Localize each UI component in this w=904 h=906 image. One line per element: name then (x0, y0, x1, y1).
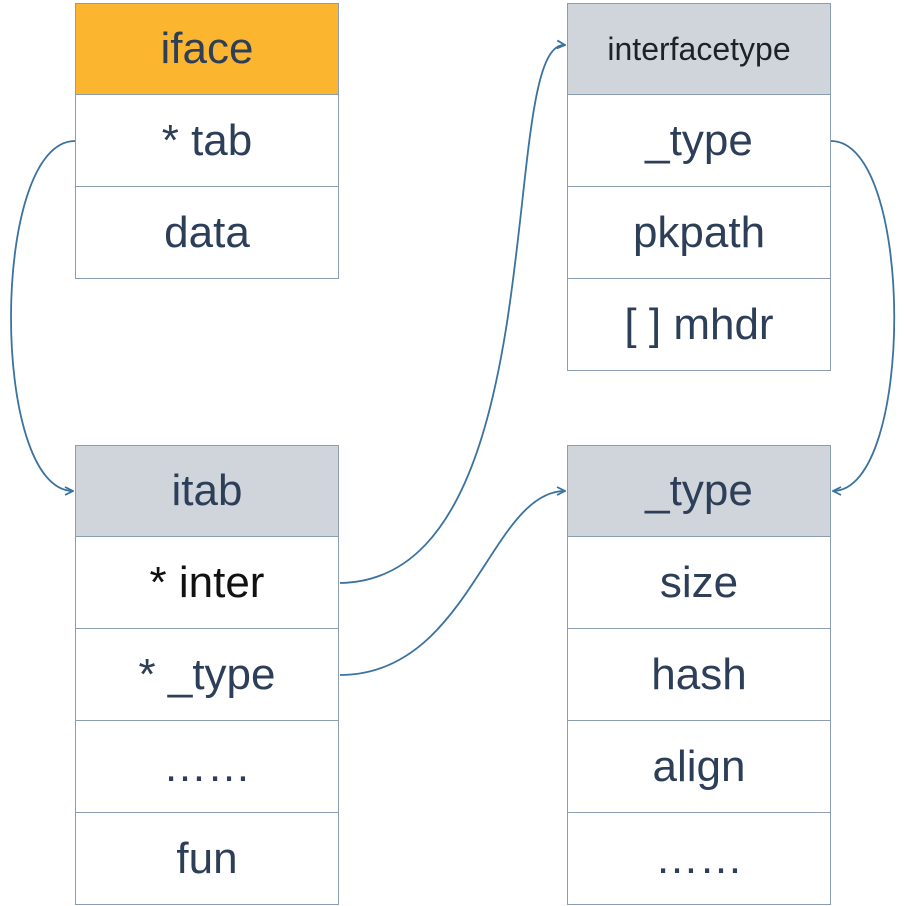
interfacetype-field-pkpath: pkpath (567, 187, 831, 279)
type-field-align: align (567, 721, 831, 813)
itab-field-fun: fun (75, 813, 339, 905)
type-field-size: size (567, 537, 831, 629)
arrow-interfacetype-type-to-typestruct (830, 140, 896, 491)
iface-struct-title: iface (75, 3, 339, 95)
iface-struct: iface * tab data (75, 3, 339, 279)
arrow-type-to-typestruct (339, 491, 565, 676)
itab-field-inter: * inter (75, 537, 339, 629)
arrow-tab-to-itab (10, 140, 76, 491)
type-field-hash: hash (567, 629, 831, 721)
interfacetype-struct-title: interfacetype (567, 3, 831, 95)
itab-struct: itab * inter * _type …… fun (75, 445, 339, 905)
arrow-inter-to-interfacetype (339, 45, 565, 584)
interfacetype-field-mhdr: [ ] mhdr (567, 279, 831, 371)
interfacetype-struct: interfacetype _type pkpath [ ] mhdr (567, 3, 831, 371)
type-field-ellipsis: …… (567, 813, 831, 905)
type-struct: _type size hash align …… (567, 445, 831, 905)
interfacetype-field-type: _type (567, 95, 831, 187)
iface-field-data: data (75, 187, 339, 279)
iface-field-tab: * tab (75, 95, 339, 187)
itab-field-type: * _type (75, 629, 339, 721)
type-struct-title: _type (567, 445, 831, 537)
itab-field-ellipsis: …… (75, 721, 339, 813)
itab-struct-title: itab (75, 445, 339, 537)
